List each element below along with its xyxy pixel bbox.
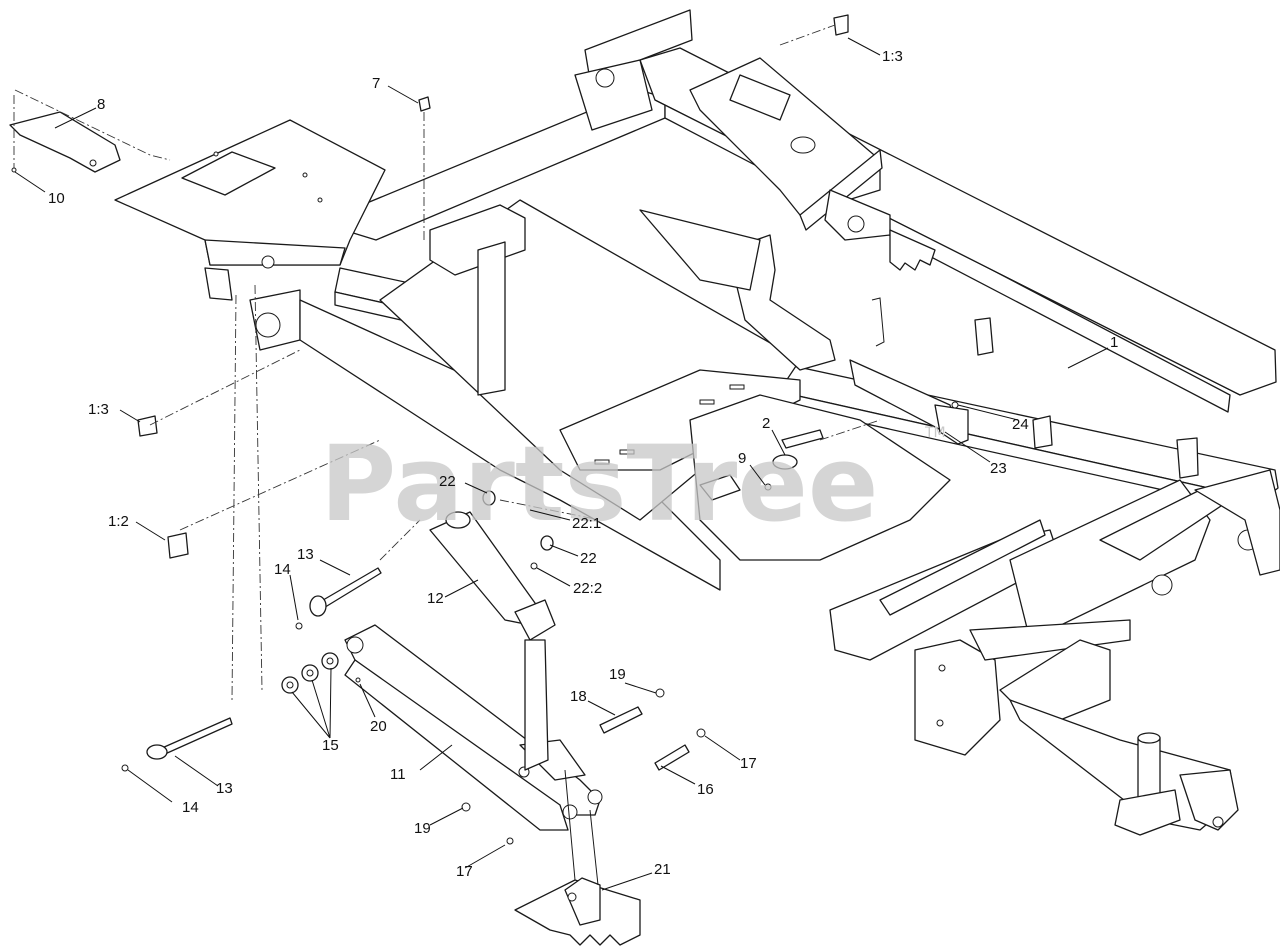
callout-1: 1 [1110, 334, 1118, 351]
main-frame [114, 9, 1280, 836]
callout-22-right: 22 [580, 550, 597, 567]
callout-13-upper: 13 [297, 546, 314, 563]
callout-17-lower: 17 [456, 863, 473, 880]
callout-19-upper: 19 [609, 666, 626, 683]
callout-24: 24 [1012, 416, 1029, 433]
watermark-trademark: TM [924, 425, 946, 441]
callout-leaders [14, 37, 1109, 891]
assembly-centerlines [13, 24, 881, 701]
callout-17-right: 17 [740, 755, 757, 772]
callout-1-2: 1:2 [108, 513, 129, 530]
callout-13-lower: 13 [216, 780, 233, 797]
callout-21: 21 [654, 861, 671, 878]
callout-19-lower: 19 [414, 820, 431, 837]
callout-7: 7 [372, 75, 380, 92]
callout-2: 2 [762, 415, 770, 432]
callout-12: 12 [427, 590, 444, 607]
lift-arm-11 [344, 624, 603, 831]
callout-8: 8 [97, 96, 105, 113]
callout-1-3-left: 1:3 [88, 401, 109, 418]
link-12 [429, 511, 556, 771]
callout-labels: 1 1:3 1:3 1:2 2 7 8 9 10 11 12 13 13 14 … [48, 48, 1118, 880]
callout-20: 20 [370, 718, 387, 735]
callout-23: 23 [990, 460, 1007, 477]
callout-11: 11 [390, 766, 406, 783]
callout-1-3-top: 1:3 [882, 48, 903, 65]
callout-14-lower: 14 [182, 799, 199, 816]
callout-14-upper: 14 [274, 561, 291, 578]
hardware [9, 14, 959, 845]
callout-9: 9 [738, 450, 746, 467]
callout-16: 16 [697, 781, 714, 798]
callout-22-upper: 22 [439, 473, 456, 490]
callout-22-1: 22:1 [572, 515, 601, 532]
callout-15: 15 [322, 737, 339, 754]
foot-plate-21 [514, 769, 641, 946]
callout-10: 10 [48, 190, 65, 207]
callout-18: 18 [570, 688, 587, 705]
watermark-text: PartsTree [320, 423, 878, 545]
callout-22-2: 22:2 [573, 580, 602, 597]
